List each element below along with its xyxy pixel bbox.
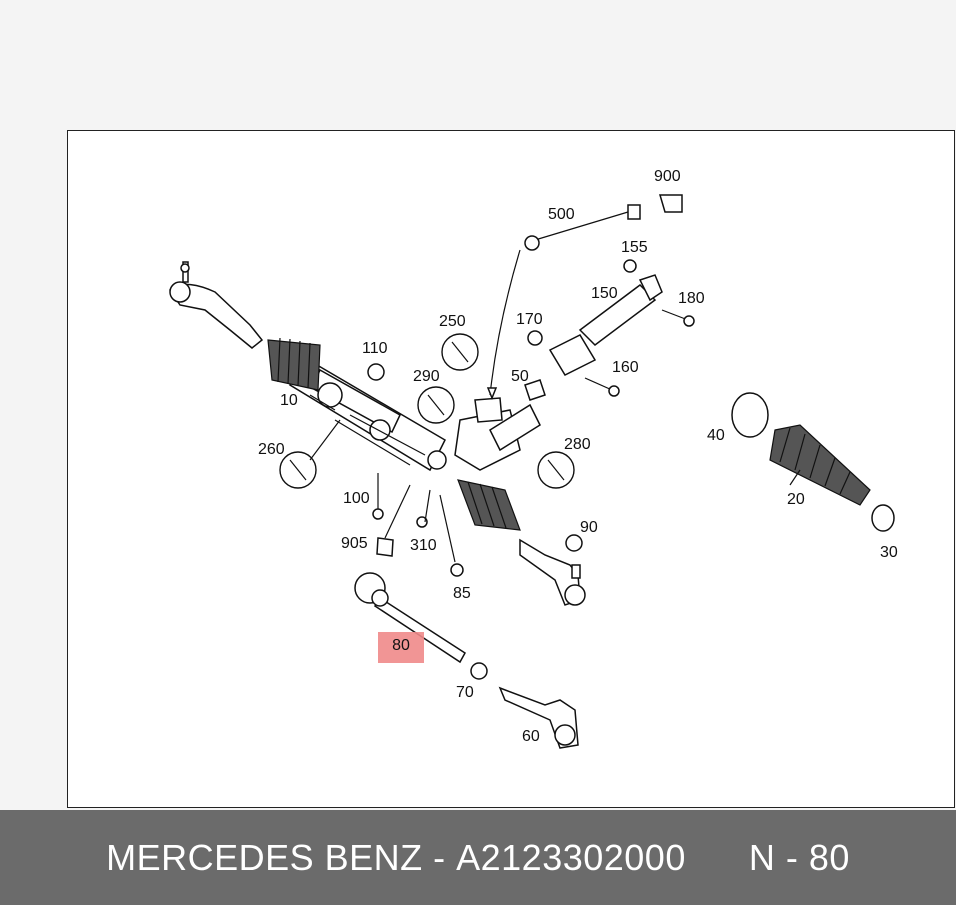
footer-bar: MERCEDES BENZ - A2123302000 N - 80 bbox=[0, 810, 956, 905]
bracket-50 bbox=[524, 379, 546, 401]
inner-tie-rod bbox=[354, 572, 466, 664]
rack-left-bellows bbox=[267, 337, 321, 391]
callout-10: 10 bbox=[280, 392, 298, 409]
footer-part-number: A2123302000 bbox=[456, 836, 686, 878]
washer-155 bbox=[623, 259, 637, 273]
nut-85 bbox=[450, 563, 464, 577]
callout-20: 20 bbox=[787, 491, 805, 508]
right-tie-rod-end bbox=[519, 538, 586, 606]
bolt-310 bbox=[416, 516, 428, 528]
footer-position-ref: N - 80 bbox=[748, 836, 850, 878]
valve-housing bbox=[454, 397, 541, 471]
wrench-icon-260 bbox=[279, 451, 317, 489]
callout-30: 30 bbox=[880, 544, 898, 561]
leader-20 bbox=[789, 469, 801, 486]
wrench-icon-290 bbox=[417, 386, 455, 424]
leader-85 bbox=[439, 494, 456, 563]
sensor-cable bbox=[486, 204, 641, 401]
wrench-icon-250 bbox=[441, 333, 479, 371]
callout-500: 500 bbox=[548, 206, 575, 223]
callout-310: 310 bbox=[410, 537, 437, 554]
nut-110 bbox=[367, 363, 385, 381]
leader-10 bbox=[309, 394, 336, 411]
nut-70 bbox=[470, 662, 488, 680]
sleeve-905 bbox=[376, 537, 394, 557]
left-tie-rod-end bbox=[169, 261, 264, 349]
callout-85: 85 bbox=[453, 585, 471, 602]
callout-90: 90 bbox=[580, 519, 598, 536]
callout-50: 50 bbox=[511, 368, 529, 385]
clamp-30 bbox=[871, 504, 895, 532]
callout-160: 160 bbox=[612, 359, 639, 376]
leader-310 bbox=[424, 489, 431, 523]
callout-290: 290 bbox=[413, 368, 440, 385]
callout-900: 900 bbox=[654, 168, 681, 185]
loose-bellows bbox=[769, 424, 871, 506]
rack-right-bellows bbox=[457, 479, 521, 531]
intermediate-shaft bbox=[548, 274, 663, 376]
wrench-icon-280 bbox=[537, 451, 575, 489]
outer-tie-rod-end bbox=[498, 686, 579, 749]
leader-905 bbox=[384, 484, 411, 539]
callout-170: 170 bbox=[516, 311, 543, 328]
footer-gap bbox=[686, 837, 749, 879]
callout-70: 70 bbox=[456, 684, 474, 701]
bolt-180 bbox=[661, 309, 695, 327]
highlight-marker bbox=[378, 632, 424, 663]
callout-280: 280 bbox=[564, 436, 591, 453]
nut-90 bbox=[565, 534, 583, 552]
bolt-100 bbox=[372, 473, 384, 520]
callout-180: 180 bbox=[678, 290, 705, 307]
footer-brand: MERCEDES BENZ bbox=[106, 836, 423, 878]
callout-905: 905 bbox=[341, 535, 368, 552]
callout-110: 110 bbox=[362, 340, 388, 357]
callout-260: 260 bbox=[258, 441, 285, 458]
bolt-160 bbox=[584, 377, 620, 397]
washer-170 bbox=[527, 330, 543, 346]
leader-260 bbox=[309, 419, 341, 461]
callout-155: 155 bbox=[621, 239, 648, 256]
footer-separator: - bbox=[422, 836, 457, 878]
callout-150: 150 bbox=[591, 285, 618, 302]
connector-900 bbox=[658, 194, 683, 213]
callout-250: 250 bbox=[439, 313, 466, 330]
callout-40: 40 bbox=[707, 427, 725, 444]
clamp-40 bbox=[731, 392, 769, 438]
highlight-label: 80 bbox=[392, 637, 410, 654]
callout-60: 60 bbox=[522, 728, 540, 745]
callout-100: 100 bbox=[343, 490, 370, 507]
